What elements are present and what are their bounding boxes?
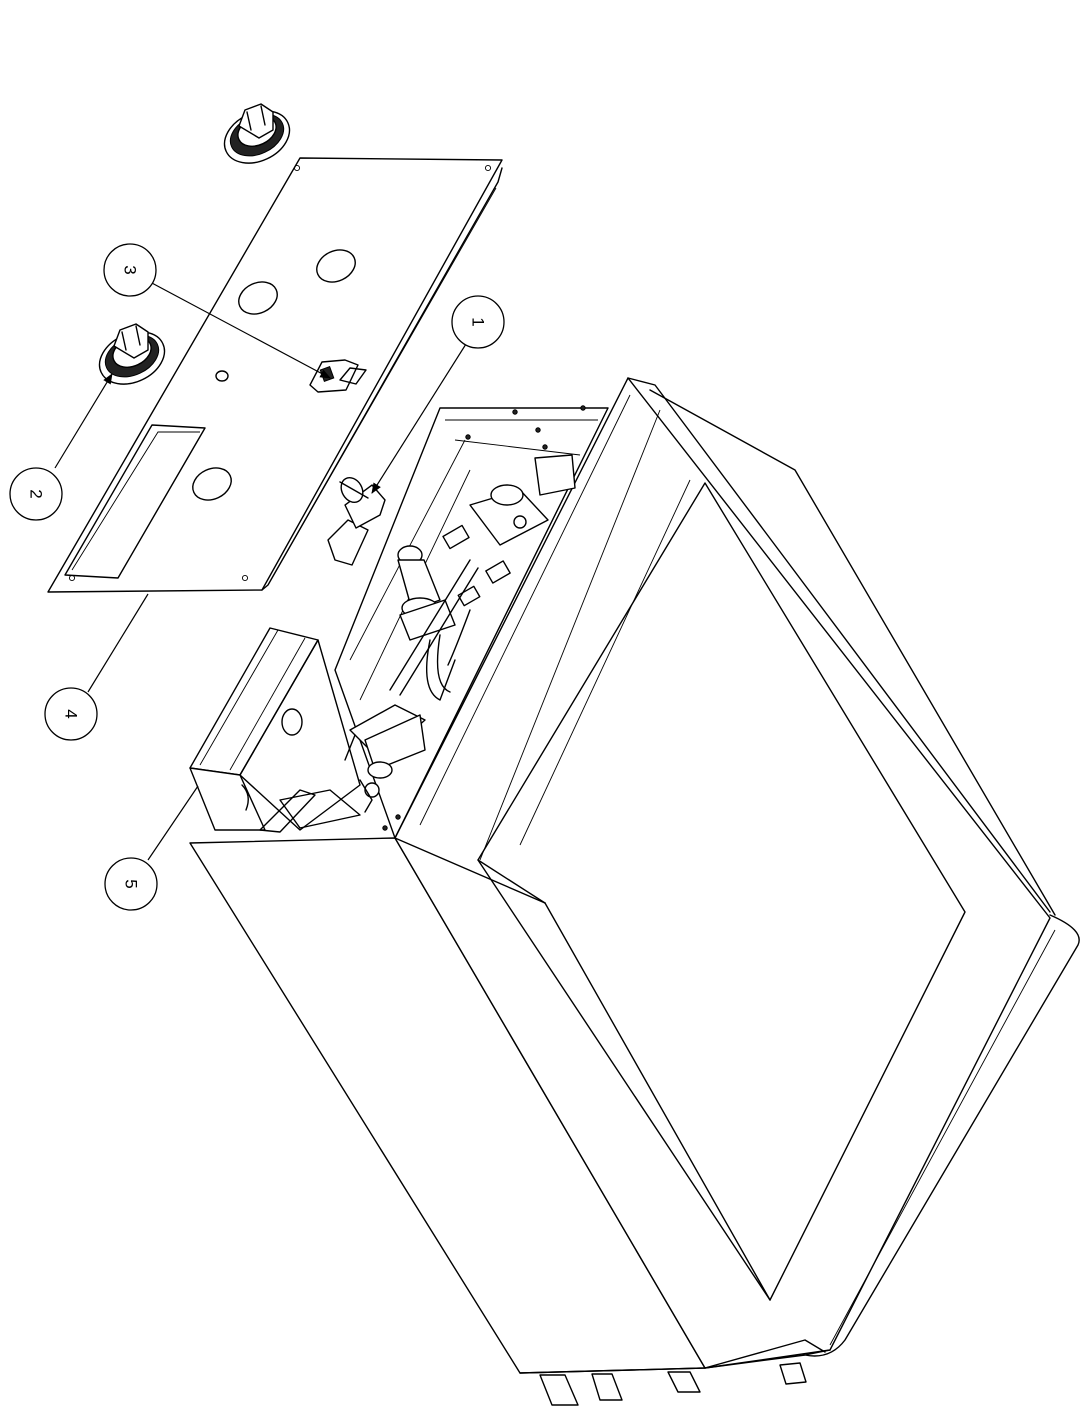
callout-4-label: 4: [62, 709, 81, 718]
leader-lines: [54, 281, 467, 861]
control-bay: [334, 394, 631, 839]
callout-3-label: 3: [121, 265, 140, 274]
cabinet-body: [189, 377, 1080, 1406]
callout-5-label: 5: [122, 879, 141, 888]
internal-components: [344, 454, 576, 813]
callout-1: 1: [451, 295, 505, 349]
callout-5: 5: [104, 857, 158, 911]
control-panel-plate: [47, 157, 503, 593]
callout-1-label: 1: [469, 317, 488, 326]
callout-2: 2: [9, 467, 63, 521]
rear-knob: [223, 103, 291, 164]
callout-3: 3: [103, 243, 157, 297]
part-2-knob: [98, 323, 166, 385]
part-1-fitting: [327, 476, 386, 566]
callout-4: 4: [44, 687, 98, 741]
callout-2-label: 2: [27, 489, 46, 498]
side-end-panel: [189, 627, 361, 833]
